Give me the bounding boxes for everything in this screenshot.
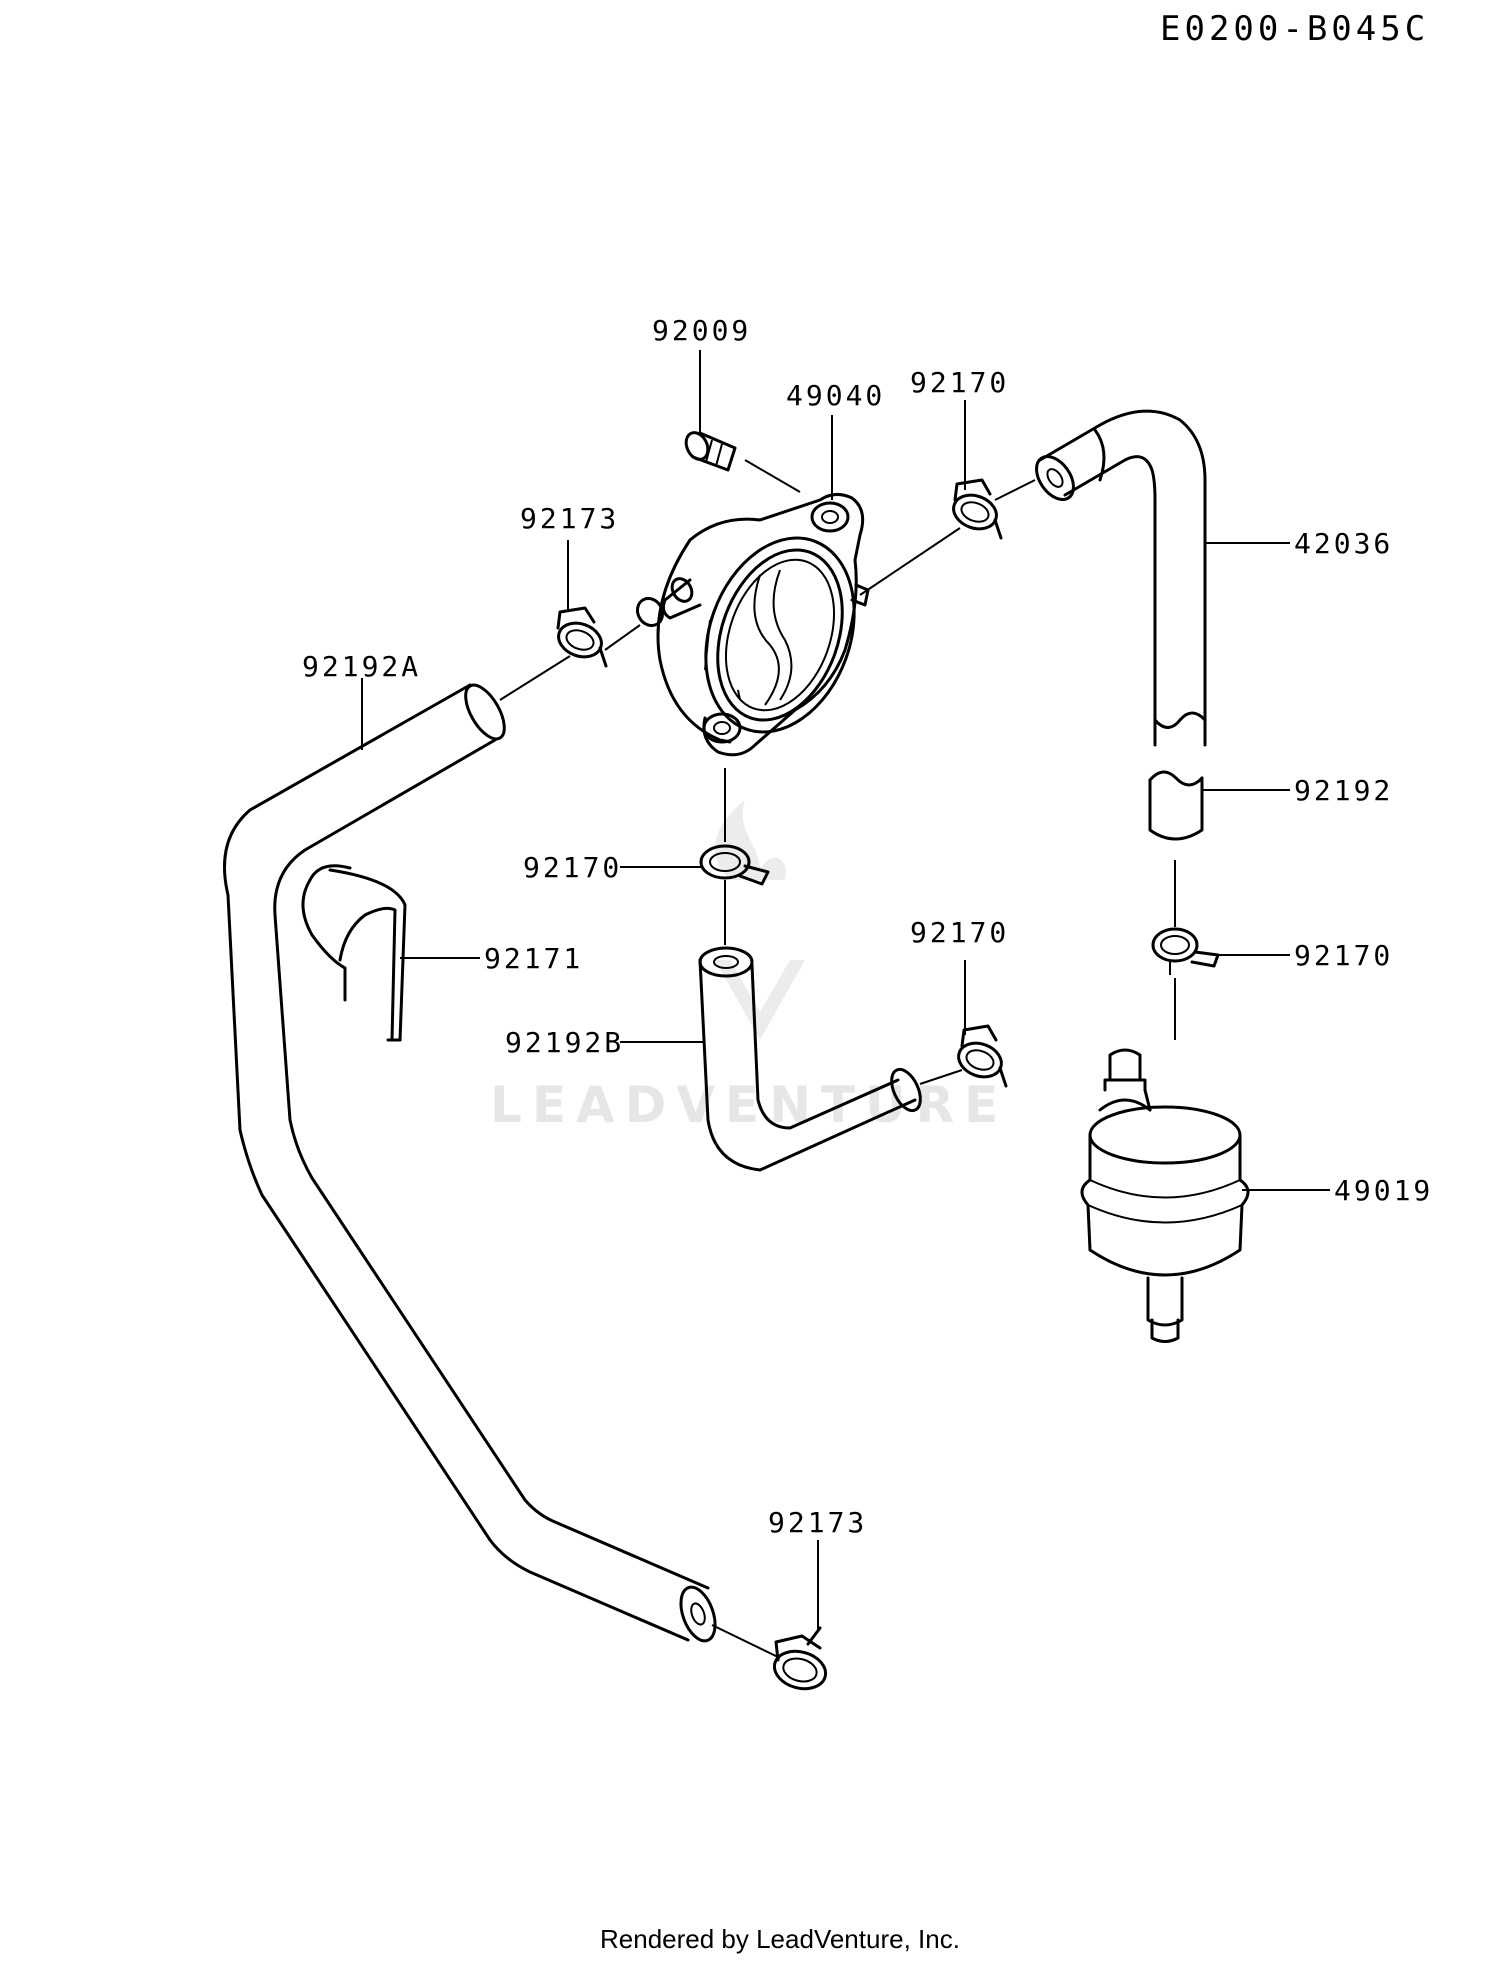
label-92192a: 92192A [302,650,421,683]
label-92192: 92192 [1294,774,1393,807]
hose-92192a[interactable] [223,679,721,1645]
hose-92192b[interactable] [698,946,926,1172]
assembly-lines [499,459,1176,1659]
label-92173-top: 92173 [520,502,619,535]
label-92170-mid: 92170 [523,851,622,884]
fuel-filter-49019[interactable] [1080,1048,1250,1343]
diagram-code: E0200-B045C [1160,9,1429,49]
label-92009: 92009 [652,314,751,347]
watermark-logo-icon [714,800,805,1040]
hose-92192[interactable] [1148,770,1204,841]
screw-92009[interactable] [682,429,737,472]
label-92173-bottom: 92173 [768,1506,867,1539]
clamp-92170-top[interactable] [949,478,1003,540]
clamp-92173-top[interactable] [554,606,608,668]
label-92171: 92171 [484,942,583,975]
clamp-92170-right[interactable] [1151,927,1220,975]
clamp-92170-lower[interactable] [954,1024,1008,1088]
leader-lines [361,350,1330,1630]
part-labels: 92009 49040 92170 42036 92173 92192A 921… [302,314,1433,1539]
label-49019: 49019 [1334,1174,1433,1207]
label-92192b: 92192B [505,1026,624,1059]
footer-credit: Rendered by LeadVenture, Inc. [600,1924,960,1954]
label-92170-top: 92170 [910,366,1009,399]
label-92170-right: 92170 [1294,939,1393,972]
clamp-92173-bottom[interactable] [770,1626,830,1694]
label-92170-lower: 92170 [910,916,1009,949]
label-42036: 42036 [1294,527,1393,560]
label-49040: 49040 [786,379,885,412]
clip-92171[interactable] [301,864,407,1042]
hose-42036[interactable] [1029,409,1207,747]
clamp-92170-mid[interactable] [699,844,770,908]
fuel-pump-49040[interactable] [633,493,880,757]
watermark-text: LEADVENTURE [490,1076,1008,1134]
